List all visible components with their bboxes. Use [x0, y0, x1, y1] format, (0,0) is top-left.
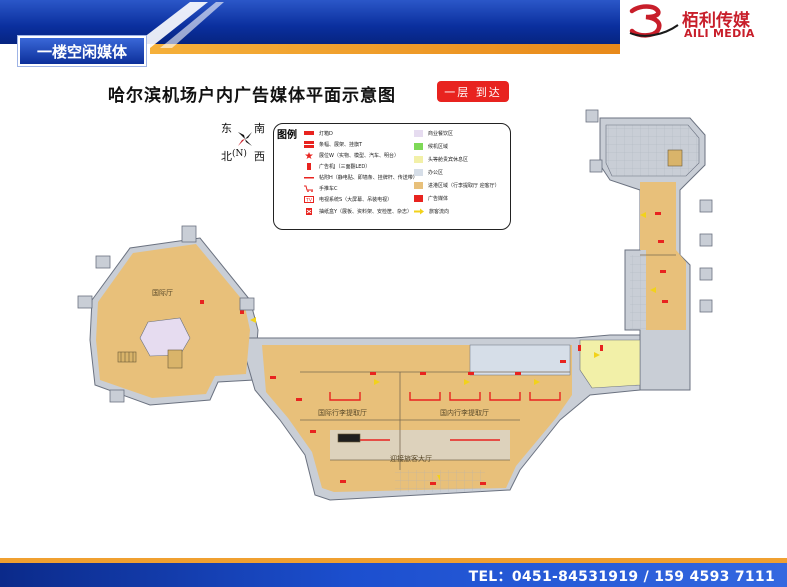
booth-icon	[305, 152, 313, 159]
sticker-icon	[304, 177, 314, 179]
page-title: 哈尔滨机场户内广告媒体平面示意图	[108, 86, 396, 106]
label-international-baggage-hall: 国际行李提取厅	[318, 409, 367, 417]
tv-icon: TV	[304, 196, 314, 203]
passenger-flow-arrows	[250, 212, 656, 481]
footer-contact: TEL：0451-84531919 / 159 4593 7111	[468, 569, 775, 585]
baili-logo-mark	[629, 4, 679, 38]
legend-panel: 图例 灯箱D 条幅、展架、挂旗T 展位W（实物、模型、汽车、明台） 广告机J（三…	[273, 123, 511, 230]
compass-south: 南	[254, 122, 265, 135]
legend-zone-commercial: 商业餐饮区	[414, 130, 453, 137]
legend-item-booth: 展位W（实物、模型、汽车、明台）	[304, 152, 399, 159]
legend-item-sticker: 帖附H（静电贴、即墙条、挂牌杆、传送带）	[304, 174, 418, 181]
swatch-ad-media	[414, 195, 423, 202]
logo-name-cn: 栢利传媒	[682, 11, 750, 31]
legend-zone-ad-media: 广告媒体	[414, 195, 448, 202]
footer-accent-stripe	[0, 558, 787, 563]
legend-item-tv: TV 电视系统S（大屏幕、吊装电视）	[304, 196, 392, 203]
legend-zone-arrival: 进港区域（行李提取厅 迎客厅）	[414, 182, 500, 189]
swatch-waiting	[414, 143, 423, 150]
compass-west: 西	[254, 150, 265, 163]
legend-title: 图例	[277, 130, 297, 141]
swatch-office	[414, 169, 423, 176]
svg-text:TV: TV	[305, 198, 313, 204]
footer-bar	[0, 563, 787, 587]
legend-zone-waiting: 候机区域	[414, 143, 448, 150]
legend-zone-office: 办公区	[414, 169, 443, 176]
stairs	[117, 149, 683, 443]
swatch-commercial	[414, 130, 423, 137]
label-international-hall: 国际厅	[152, 289, 173, 297]
label-domestic-baggage-hall: 国内行李提取厅	[440, 409, 489, 417]
section-title-badge: 一楼空闲媒体	[18, 36, 146, 66]
lightbox-icon	[304, 131, 314, 135]
label-arrival-hall: 迎接旅客大厅	[390, 455, 432, 463]
legend-zone-vip: 头等舱贵宾休息区	[414, 156, 468, 163]
compass-east: 东	[221, 122, 232, 135]
banner-icon	[304, 141, 314, 148]
vip-zone	[579, 339, 641, 389]
walls	[300, 254, 676, 470]
legend-item-lightbox: 灯箱D	[304, 130, 333, 137]
legend-item-led-board: 广告机J（三面翻LED）	[304, 163, 370, 170]
passenger-flow-arrow-icon	[414, 208, 424, 215]
floor-tag: 一层 到达	[437, 81, 509, 102]
commercial-zone	[139, 317, 191, 357]
swatch-vip	[414, 156, 423, 163]
legend-item-tissue-box: 抽纸盒Y（展板、资料架、安检筐、杂志）	[304, 208, 412, 215]
ad-media-markers	[200, 212, 668, 485]
trolley-icon	[304, 185, 313, 192]
logo-name-en: AILI MEDIA	[684, 27, 755, 40]
legend-zone-flow: 旅客流向	[414, 208, 449, 215]
compass-arrows-icon	[238, 132, 252, 146]
tissue-box-icon	[306, 208, 312, 215]
header-accent-stripe	[150, 44, 620, 54]
compass-n-mark: (N)	[232, 149, 247, 159]
header-swoosh-decoration	[130, 2, 224, 48]
jet-bridges	[77, 109, 713, 403]
swatch-arrival	[414, 182, 423, 189]
compass-north: 北	[221, 150, 232, 163]
compass-rose: 东 南 北 (N) 西	[221, 120, 265, 163]
legend-item-trolley: 手推车C	[304, 185, 338, 192]
led-board-icon	[307, 163, 311, 170]
legend-item-banner: 条幅、展架、挂旗T	[304, 141, 362, 148]
